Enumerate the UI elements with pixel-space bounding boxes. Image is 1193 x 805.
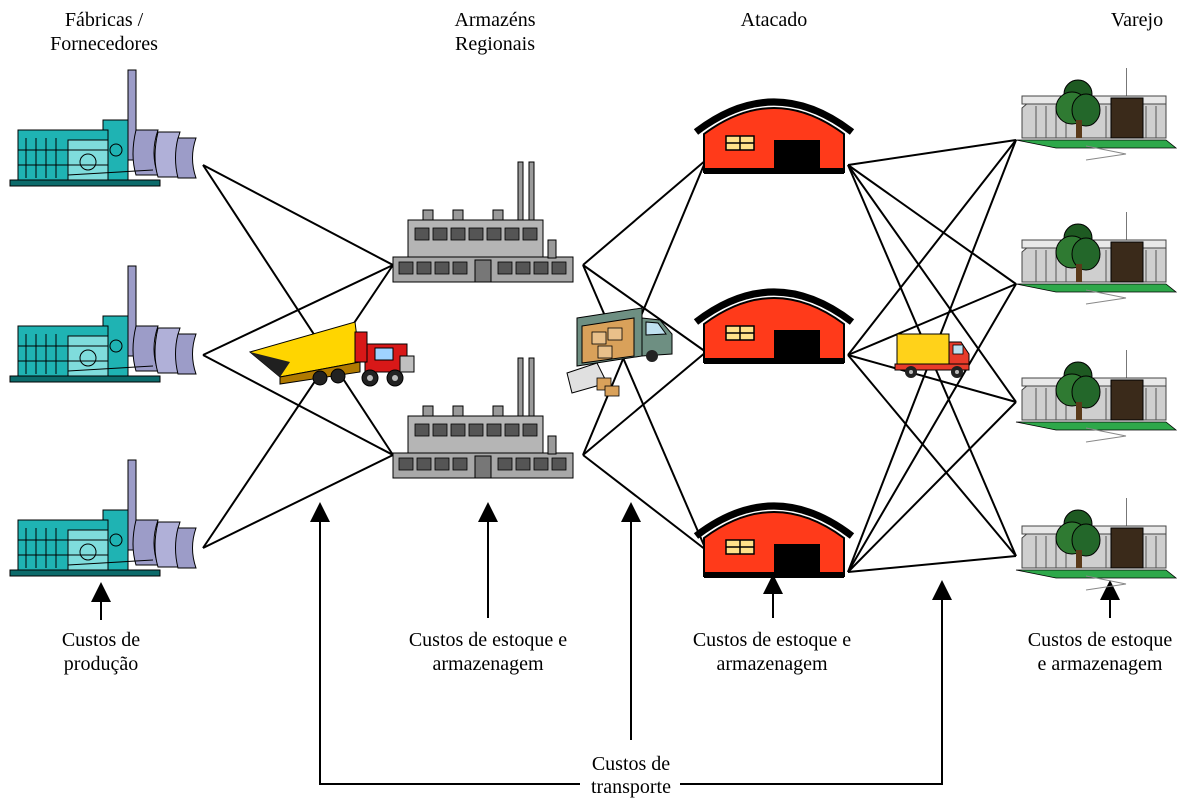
retail-store-icon [1015,67,1177,161]
retail-cost-label: Custos de estoque e armazenagem [1014,628,1186,676]
warehouse-cost-label: Custos de estoque e armazenagem [388,628,588,676]
link-line [202,264,394,549]
factory-icon [9,265,197,383]
cost-line: Custos de estoque e [408,629,568,651]
header-retail: Varejo [1092,8,1182,32]
link-line [582,264,707,551]
transport-cost-label: Custos de transporte [571,753,691,799]
retail-store-icon [1015,349,1177,443]
cost-line: produção [63,653,139,675]
retail-store-icon [1015,497,1177,591]
cost-line: Custos de [61,629,141,651]
link-line [847,283,1017,573]
link-line [847,139,1017,356]
link-line [202,164,394,266]
delivery-truck-icon [566,307,673,397]
link-line [847,401,1017,573]
link-line [847,164,1017,403]
cost-line: Custos de [591,753,671,775]
header-line: Fornecedores [50,33,158,55]
wholesale-depot-icon [696,102,852,174]
production-cost-label: Custos de produção [40,628,162,676]
cost-line: e armazenagem [1037,653,1163,675]
header-line: Fábricas / [64,9,144,31]
wholesale-depot-icon [696,292,852,364]
header-wholesale: Atacado [714,8,834,32]
cost-line: Custos de estoque e [692,629,852,651]
link-line [847,555,1017,573]
header-factories: Fábricas / Fornecedores [44,8,164,56]
link-line [847,139,1017,166]
retail-store-icon [1015,211,1177,305]
header-warehouses: Armazéns Regionais [430,8,560,56]
wholesale-cost-label: Custos de estoque e armazenagem [672,628,872,676]
link-line [847,354,1017,403]
box-truck-icon [894,333,970,379]
regional-warehouse-icon [392,161,574,283]
header-line: Atacado [740,9,808,31]
cost-line: Custos de estoque [1027,629,1173,651]
header-line: Armazéns [454,9,536,31]
semi-truck-icon [249,321,415,387]
link-line [202,264,394,356]
link-line [582,454,707,551]
cost-line: armazenagem [432,653,544,675]
transport-links [202,139,1017,573]
cost-pointers [91,502,1120,785]
link-line [202,454,394,549]
cost-line: armazenagem [716,653,828,675]
link-line [847,283,1017,356]
transport-cost-bracket-right [680,580,952,785]
link-line [847,164,1017,285]
header-line: Varejo [1110,9,1164,31]
link-line [582,159,707,456]
regional-warehouse-icon [392,357,574,479]
link-line [847,354,1017,557]
link-line [582,351,707,456]
factory-icon [9,69,197,187]
link-line [582,159,707,266]
cost-line: transporte [591,776,671,798]
factory-icon [9,459,197,577]
transport-cost-bracket-left [310,502,580,785]
header-line: Regionais [455,33,535,55]
wholesale-depot-icon [696,506,852,578]
